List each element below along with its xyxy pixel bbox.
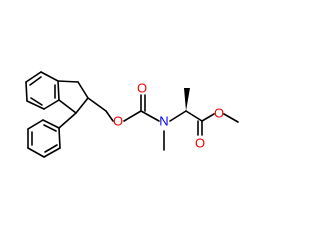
bond [27,147,45,158]
fluorene-upper-benzene-ring [25,71,60,110]
bond [43,99,60,110]
methylene-linker [87,97,114,122]
ester-carbonyl-oxygen-label: O [195,136,205,151]
bond [75,97,89,114]
fluorene-lower-benzene-ring [27,119,61,158]
nitrogen-label: N [159,114,168,129]
bond [57,80,79,83]
bond [169,110,187,122]
methoxy-oxygen-label: O [214,106,224,121]
bond [58,112,77,129]
bond [87,97,107,112]
stereo-wedge-bond [184,88,190,111]
bond [40,71,59,82]
bond [201,113,215,122]
bond [26,100,45,110]
molecule-structure-diagram: O O N O O [25,71,239,158]
aromatic-double-bond [43,124,57,132]
bond [58,127,61,149]
aromatic-double-bond [44,144,58,153]
bond [140,110,160,122]
bond [185,110,203,122]
bond [77,81,89,99]
carbonyl-oxygen-label: O [137,81,147,96]
bond [25,71,42,83]
carbamate-oxygen-label: O [113,114,123,129]
fluorene-five-membered-ring [57,80,89,129]
bond [57,80,60,101]
methoxy-bond [223,113,239,123]
bond [27,119,44,130]
bond [25,81,28,102]
bond [123,110,142,122]
aromatic-double-bond [29,76,42,86]
bond [58,99,77,114]
bond [42,119,60,129]
bond [43,147,61,158]
carbamate-group [123,94,160,122]
bond [105,110,114,122]
aromatic-double-bond [30,97,43,106]
